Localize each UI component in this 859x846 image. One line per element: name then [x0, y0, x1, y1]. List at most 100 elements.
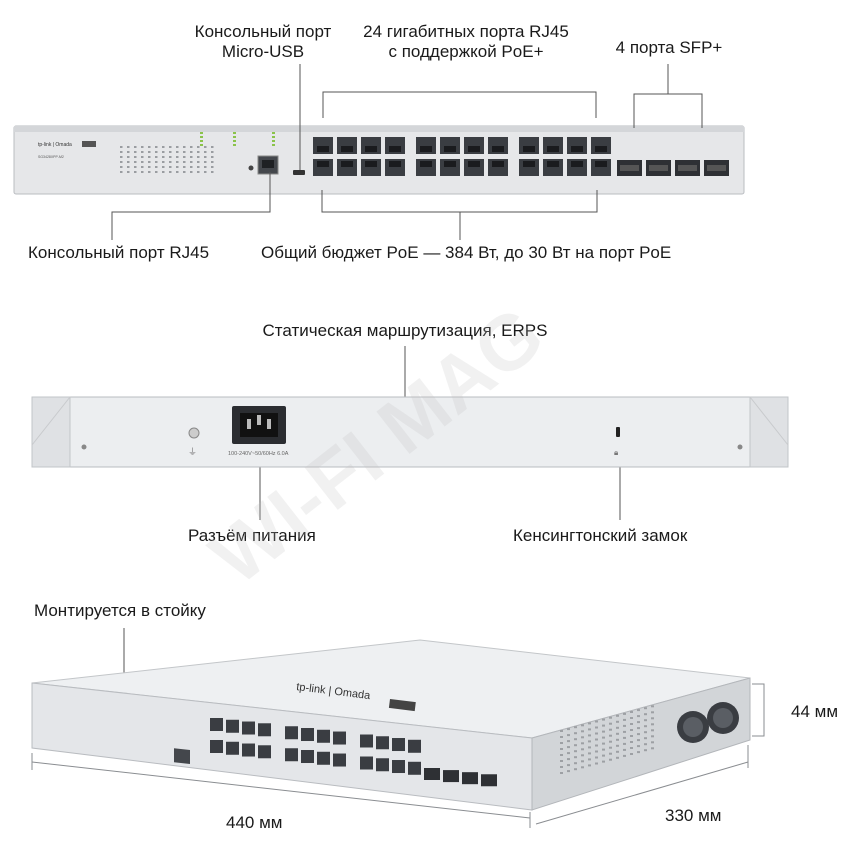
side-vents	[560, 705, 654, 774]
vent	[560, 772, 563, 774]
vent	[630, 735, 633, 737]
vent	[581, 742, 584, 745]
ground-screw-icon	[188, 427, 200, 439]
led	[169, 151, 172, 153]
vent	[623, 712, 626, 715]
vent	[602, 748, 605, 751]
vent	[595, 738, 598, 741]
vent	[651, 705, 654, 708]
vent	[609, 740, 612, 743]
vent	[602, 754, 605, 757]
vent	[588, 764, 591, 767]
led	[183, 161, 186, 163]
rear-right-ear	[749, 396, 789, 468]
persp-rj45-port	[242, 721, 255, 735]
persp-sfp-port	[481, 774, 497, 787]
status-led	[233, 136, 236, 138]
vent	[602, 742, 605, 745]
vent	[630, 753, 633, 755]
vent	[567, 770, 570, 773]
power-spec-text: 100-240V~50/60Hz 6.0A	[228, 451, 289, 457]
led	[134, 171, 137, 173]
led	[162, 156, 165, 158]
led	[141, 161, 144, 163]
console-usb-label-line1: Консольный порт	[194, 22, 332, 41]
front-logo: tp-link | Omada	[38, 142, 72, 148]
led	[127, 156, 130, 158]
vent	[574, 762, 577, 765]
vent	[581, 760, 584, 763]
led	[211, 166, 214, 168]
led	[190, 171, 193, 173]
led	[197, 146, 200, 148]
vent	[637, 733, 640, 736]
vent	[560, 766, 563, 768]
persp-rj45-port	[210, 740, 223, 753]
front-chassis-top-lip	[14, 126, 744, 132]
led	[197, 171, 200, 173]
vent	[560, 730, 563, 732]
vent	[574, 744, 577, 747]
vent	[651, 711, 654, 714]
vent	[574, 756, 577, 759]
led	[204, 146, 207, 148]
vent	[602, 718, 605, 721]
vent	[602, 760, 605, 763]
vent	[637, 727, 640, 730]
vent	[560, 754, 563, 756]
persp-console-port	[174, 748, 190, 764]
led	[127, 161, 130, 163]
vent	[637, 715, 640, 718]
status-led	[233, 144, 236, 146]
rj45-ports-label-line1: 24 гигабитных порта RJ45	[363, 22, 569, 41]
svg-text:⏚: ⏚	[188, 447, 197, 458]
status-led	[233, 140, 236, 142]
vent	[644, 713, 647, 716]
led	[211, 146, 214, 148]
rj45-ports-label-line2: с поддержкой PoE+	[388, 42, 544, 61]
vent	[595, 744, 598, 747]
kensington-lock-label: Кенсингтонский замок	[513, 526, 688, 545]
vent	[609, 722, 612, 725]
status-led	[272, 132, 275, 134]
kensington-slot	[616, 427, 620, 437]
led	[190, 151, 193, 153]
vent	[651, 729, 654, 732]
vent	[574, 750, 577, 753]
led	[162, 171, 165, 173]
vent	[644, 743, 647, 746]
vent	[651, 741, 654, 744]
vent	[630, 729, 633, 731]
vent	[588, 728, 591, 731]
reset-button	[248, 165, 254, 171]
led	[141, 156, 144, 158]
vent	[595, 720, 598, 723]
vent	[637, 739, 640, 742]
led-indicator-grid	[120, 132, 275, 173]
led	[204, 156, 207, 158]
vent	[560, 742, 563, 744]
rack-mount-label: Монтируется в стойку	[34, 601, 206, 620]
status-led	[200, 132, 203, 134]
vent	[560, 736, 563, 738]
persp-rj45-port	[333, 753, 346, 767]
led	[204, 166, 207, 168]
vent	[630, 711, 633, 713]
led	[162, 151, 165, 153]
console-micro-usb-port	[293, 170, 305, 175]
status-led	[200, 144, 203, 146]
led	[127, 171, 130, 173]
led	[162, 146, 165, 148]
sfp-ports-label: 4 порта SFP+	[615, 38, 723, 57]
static-routing-label: Статическая маршрутизация, ERPS	[262, 321, 548, 340]
persp-rj45-port	[376, 758, 389, 772]
led	[176, 171, 179, 173]
led	[120, 166, 123, 168]
led	[197, 166, 200, 168]
vent	[623, 724, 626, 727]
vent	[651, 747, 654, 750]
status-led	[272, 140, 275, 142]
persp-rj45-port	[210, 718, 223, 731]
led	[120, 171, 123, 173]
